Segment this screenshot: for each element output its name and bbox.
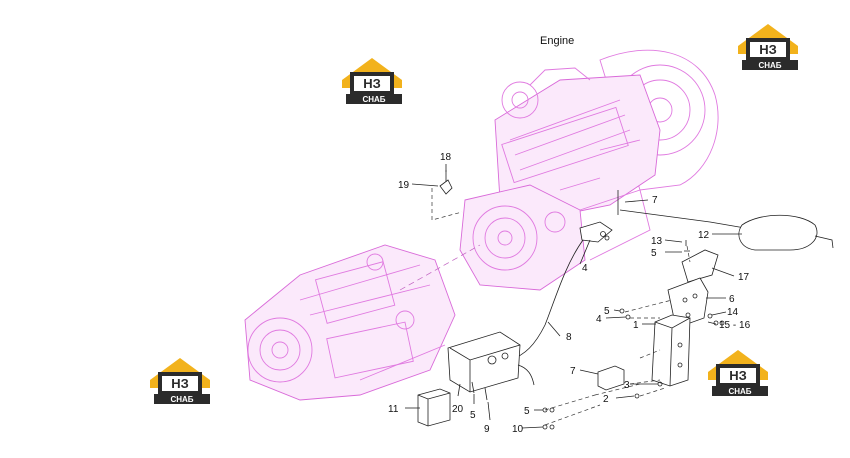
- callout-7-lower: 7: [570, 366, 576, 377]
- svg-text:СНАБ: СНАБ: [728, 387, 751, 396]
- svg-text:СНАБ: СНАБ: [758, 61, 781, 70]
- callout-12: 12: [698, 230, 710, 241]
- leader-lines: [405, 164, 742, 429]
- callout-9: 8: [566, 332, 572, 343]
- svg-text:СНАБ: СНАБ: [362, 95, 385, 104]
- cable-9: [509, 239, 584, 361]
- callout-8: 10: [512, 424, 524, 435]
- callout-5-lower: 5: [524, 406, 530, 417]
- diagram-title: Engine: [540, 35, 574, 47]
- callout-4-upper: 4: [582, 263, 588, 274]
- parts: [417, 170, 834, 430]
- svg-text:НЗ: НЗ: [363, 76, 381, 91]
- callout-5-mid: 5: [604, 306, 610, 317]
- sensor-18: [439, 179, 453, 195]
- callout-17: 17: [738, 272, 750, 283]
- callout-6: 6: [729, 294, 735, 305]
- callout-2: 2: [603, 394, 609, 405]
- svg-text:НЗ: НЗ: [729, 368, 747, 383]
- callout-5-box: 5: [470, 410, 476, 421]
- callout-13: 13: [651, 236, 663, 247]
- controller-20: [447, 331, 521, 393]
- bracket-4: [579, 221, 613, 243]
- callout-7-top: 7: [652, 195, 658, 206]
- callout-11: 9: [484, 424, 490, 435]
- cover-17: [681, 249, 719, 283]
- throttle-control-12: [738, 214, 818, 251]
- callout-4-mid: 4: [596, 314, 602, 325]
- pump-centerline: [399, 244, 481, 291]
- hydraulic-pump-drawing: [244, 244, 456, 401]
- callout-19: 19: [398, 180, 410, 191]
- callout-15-16: 15 - 16: [719, 320, 751, 331]
- callout-1: 1: [633, 320, 639, 331]
- logo-top-center: НЗ СНАБ: [342, 58, 402, 104]
- callout-14: 14: [727, 307, 739, 318]
- callout-labels: 18 19 7 12 13 5 17 6 14 15 - 16 5 4 1 4 …: [388, 152, 751, 435]
- logo-bottom-left: НЗ СНАБ: [150, 358, 210, 404]
- svg-text:СНАБ: СНАБ: [170, 395, 193, 404]
- svg-text:НЗ: НЗ: [759, 42, 777, 57]
- callout-5-upper: 5: [651, 248, 657, 259]
- callout-18: 18: [440, 152, 452, 163]
- logo-top-right: НЗ СНАБ: [738, 24, 798, 70]
- engine-drawing: [459, 49, 719, 291]
- logo-bottom-right: НЗ СНАБ: [708, 350, 768, 396]
- callout-10: 11: [388, 404, 399, 415]
- bracket-7-lower: [597, 365, 625, 391]
- svg-text:НЗ: НЗ: [171, 376, 189, 391]
- callout-3: 3: [624, 380, 630, 391]
- cable-7: [619, 209, 746, 229]
- callout-20: 20: [452, 404, 464, 415]
